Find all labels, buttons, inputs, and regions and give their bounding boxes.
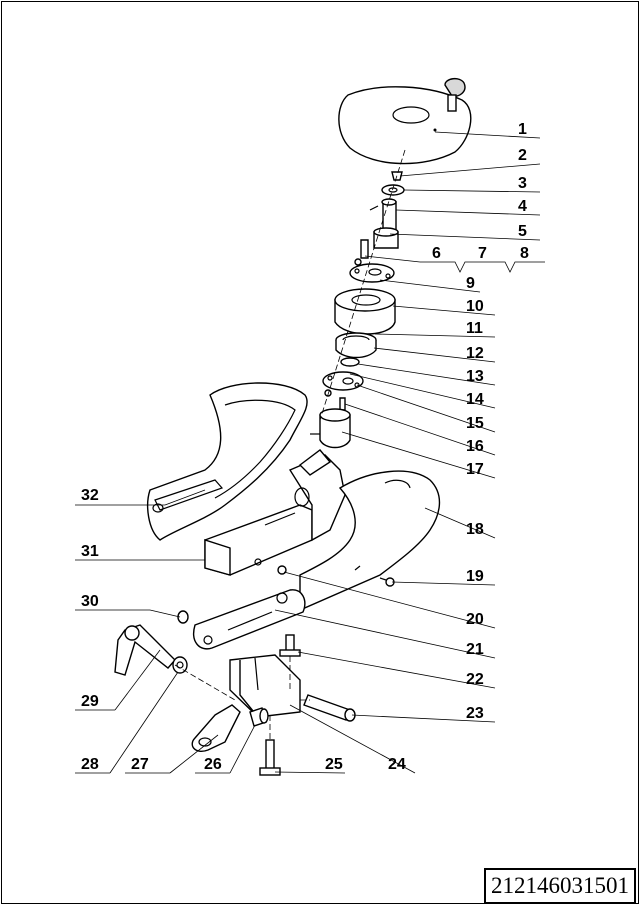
part-6-7-8-small-parts xyxy=(354,239,369,266)
label-1: 1 xyxy=(518,121,527,138)
part-18-right-support xyxy=(299,470,441,612)
label-3: 3 xyxy=(518,175,527,192)
label-23: 23 xyxy=(466,705,484,722)
leader-lines xyxy=(274,131,545,774)
leader-lines-left xyxy=(75,489,256,774)
part-1-tray-knob xyxy=(338,78,472,165)
part-21-arm-plate xyxy=(193,589,306,650)
label-21: 21 xyxy=(466,641,484,658)
part-10-housing xyxy=(334,288,396,335)
label-13: 13 xyxy=(466,368,484,385)
label-24: 24 xyxy=(388,756,406,773)
label-20: 20 xyxy=(466,611,484,628)
label-32: 32 xyxy=(81,487,99,504)
part-31-bracket xyxy=(204,449,346,576)
part-32-left-support xyxy=(147,382,308,541)
label-29: 29 xyxy=(81,693,99,710)
label-5: 5 xyxy=(518,223,527,240)
part-9-plate xyxy=(349,263,395,283)
label-27: 27 xyxy=(131,756,149,773)
label-17: 17 xyxy=(466,461,484,478)
label-12: 12 xyxy=(466,345,484,362)
label-7: 7 xyxy=(478,245,487,262)
part-15-16-bolts xyxy=(324,389,346,411)
label-26: 26 xyxy=(204,756,222,773)
label-2: 2 xyxy=(518,147,527,164)
part-24-hinge-block xyxy=(229,654,301,718)
label-16: 16 xyxy=(466,438,484,455)
part-26-bushing xyxy=(249,707,269,727)
label-10: 10 xyxy=(466,298,484,315)
label-15: 15 xyxy=(466,415,484,432)
label-6: 6 xyxy=(432,245,441,262)
part-3-washer xyxy=(381,184,405,196)
label-18: 18 xyxy=(466,521,484,538)
part-27-lever xyxy=(191,704,241,752)
part-11-bearing xyxy=(335,332,377,359)
label-28: 28 xyxy=(81,756,99,773)
label-4: 4 xyxy=(518,198,527,215)
label-9: 9 xyxy=(466,275,475,292)
label-11: 11 xyxy=(466,320,483,337)
label-22: 22 xyxy=(466,671,484,688)
part-22-vertical-pin xyxy=(279,634,301,657)
part-25-vertical-pin xyxy=(259,739,281,776)
part-number-labels: 1 2 3 4 5 6 7 8 9 10 11 12 13 14 15 16 1… xyxy=(81,121,529,773)
part-13-nut xyxy=(340,357,360,367)
label-31: 31 xyxy=(81,543,99,560)
drawing-number: 212146031501 xyxy=(484,868,636,904)
label-19: 19 xyxy=(466,568,484,585)
part-30-nut xyxy=(177,610,189,624)
part-29-handle xyxy=(114,624,176,676)
part-17-column xyxy=(310,408,351,449)
label-14: 14 xyxy=(466,391,484,408)
part-4-shaft xyxy=(369,198,397,233)
assembly-center-lines xyxy=(174,149,406,740)
label-25: 25 xyxy=(325,756,343,773)
part-14-flange xyxy=(322,371,364,391)
part-23-pin xyxy=(303,694,356,722)
label-8: 8 xyxy=(520,245,529,262)
label-30: 30 xyxy=(81,593,99,610)
